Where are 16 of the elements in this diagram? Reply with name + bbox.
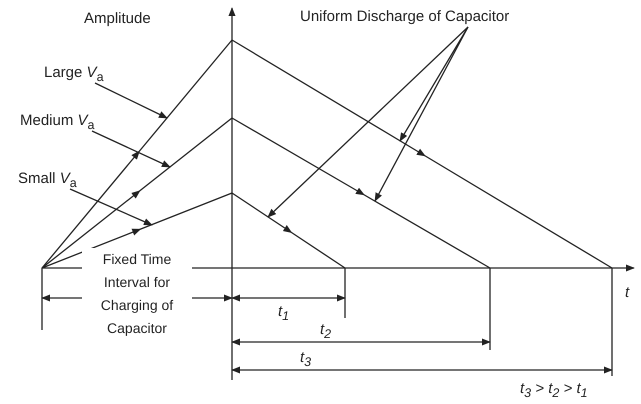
dimension-label: t$_{2}$ (320, 321, 332, 343)
leader-line (70, 188, 153, 226)
leader-line (92, 130, 171, 168)
note-text: t$_{3}$ > t$_{2}$ > t$_{1}$ (520, 380, 588, 402)
leader-line (267, 26, 468, 218)
dimension-label: t$_{3}$ (300, 349, 312, 371)
leader-label: Large V$_{a}$ (44, 64, 104, 86)
leader-line (94, 82, 168, 119)
dimension-label: t$_{1}$ (278, 303, 290, 325)
leader-label: Uniform Discharge of Capacitor (300, 8, 510, 26)
leader-label: Small V$_{a}$ (18, 170, 77, 192)
leader-label: Medium V$_{a}$ (20, 112, 94, 134)
leader-line (374, 26, 469, 202)
leader-line (399, 26, 469, 142)
axis-label: Amplitude (84, 10, 151, 28)
axis-label: t (625, 284, 630, 302)
